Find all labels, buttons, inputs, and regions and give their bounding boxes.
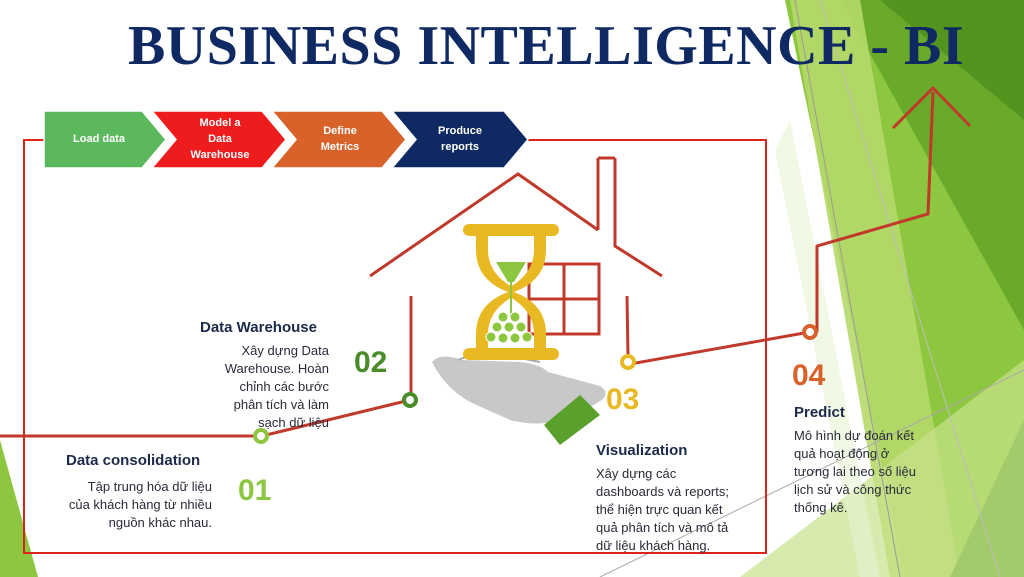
stage-02-heading: Data Warehouse	[200, 319, 317, 336]
stage-01-desc-line: của khách hàng từ nhiều	[68, 497, 212, 512]
milestone-04-marker	[802, 324, 818, 340]
process-step-3-line-2: Metrics	[320, 141, 360, 153]
stage-04-desc-line: lịch sử và công thức	[794, 482, 912, 497]
milestone-01-marker	[253, 428, 269, 444]
stage-02-desc-line: Warehouse. Hoàn	[224, 361, 329, 376]
milestone-02-marker	[402, 392, 418, 408]
stage-01-heading: Data consolidation	[66, 452, 201, 469]
hand-icon	[432, 352, 606, 445]
process-step-1-label: Load data	[44, 110, 154, 168]
hourglass-icon	[463, 224, 559, 360]
process-step-4-line-1: Produce	[437, 125, 482, 137]
stage-01-description: Tập trung hóa dữ liệu của khách hàng từ …	[40, 478, 212, 532]
stage-04-heading: Predict	[794, 404, 845, 421]
process-step-3-line-1: Define	[323, 125, 357, 137]
stage-04-desc-line: quả hoạt động ở	[794, 446, 890, 461]
stage-02-desc-line: Xây dựng Data	[241, 343, 329, 358]
house-icon	[369, 156, 663, 395]
stage-02-desc-line: sạch dữ liệu	[258, 415, 329, 430]
process-step-4-chevron	[390, 110, 529, 169]
stage-01-desc-line: Tập trung hóa dữ liệu	[87, 479, 212, 494]
red-frame	[23, 139, 767, 554]
stage-03-desc-line: Xây dựng các	[596, 466, 677, 481]
process-step-2-chevron	[150, 110, 287, 169]
stage-03-description: Xây dựng các dashboards và reports; thể …	[596, 465, 761, 555]
process-step-2-line-3: Warehouse	[190, 149, 250, 161]
growth-line	[0, 85, 972, 438]
page-title: BUSINESS INTELLIGENCE - BI	[128, 15, 965, 77]
stage-04-desc-line: tương lai theo số liệu	[794, 464, 917, 479]
stage-03-number: 03	[606, 383, 640, 416]
stage-04-number: 04	[792, 359, 826, 392]
process-step-3-chevron	[270, 110, 407, 169]
process-step-3-label: Define Metrics	[290, 110, 390, 168]
window-icon	[527, 262, 601, 336]
process-chevrons	[43, 110, 529, 169]
stage-03-desc-line: quả phân tích và mô tả	[596, 520, 729, 535]
process-step-2-line-2: Data	[208, 133, 232, 145]
stage-03-desc-line: thể hiện trực quan kết	[596, 502, 723, 517]
sleeve-cuff-icon	[544, 395, 600, 445]
process-step-1-chevron	[43, 110, 167, 169]
process-step-4-label: Produce reports	[410, 110, 510, 168]
stage-03-heading: Visualization	[596, 442, 688, 459]
process-step-1-line-1: Load data	[73, 133, 125, 145]
stage-04-desc-line: Mô hình dự đoán kết	[794, 428, 915, 443]
stage-04-desc-line: thống kê.	[794, 500, 848, 515]
decorative-green-background	[599, 0, 1024, 577]
process-step-2-line-1: Model a	[199, 117, 241, 129]
stage-02-number: 02	[354, 346, 388, 379]
decorative-left-triangle	[0, 440, 38, 577]
stage-01-number: 01	[238, 474, 272, 507]
stage-02-desc-line: chỉnh các bước	[239, 379, 330, 394]
stage-03-desc-line: dữ liệu khách hàng.	[596, 538, 711, 553]
stage-04-description: Mô hình dự đoán kết quả hoạt động ở tươn…	[794, 427, 944, 517]
money-coin-icon	[485, 311, 533, 344]
milestone-03-marker	[620, 354, 636, 370]
stage-02-desc-line: phân tích và làm	[233, 397, 329, 412]
stage-02-description: Xây dựng Data Warehouse. Hoàn chỉnh các …	[180, 342, 329, 432]
stage-03-desc-line: dashboards và reports;	[596, 484, 729, 499]
process-step-4-line-2: reports	[441, 141, 479, 153]
stage-01-desc-line: nguồn khác nhau.	[108, 515, 212, 530]
process-step-2-label: Model a Data Warehouse	[170, 110, 270, 168]
